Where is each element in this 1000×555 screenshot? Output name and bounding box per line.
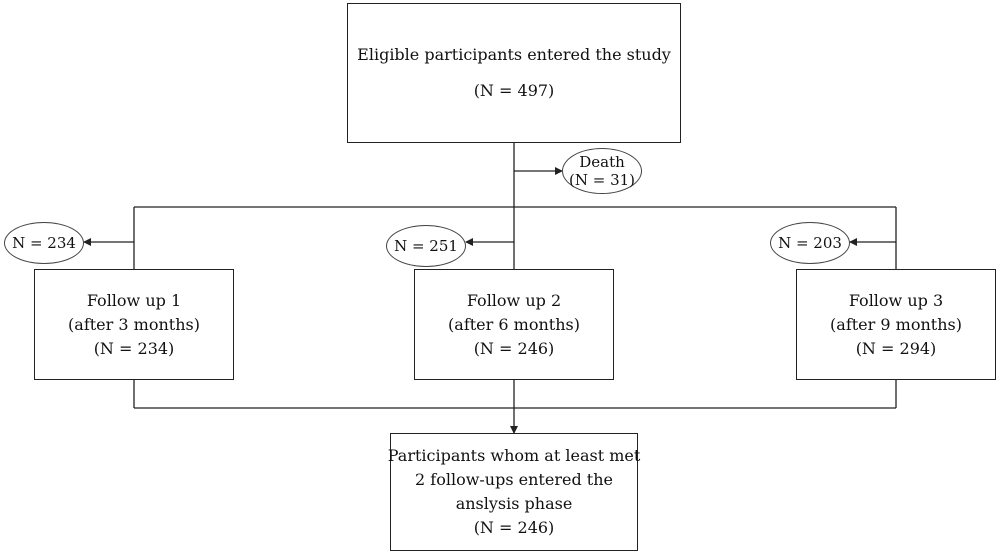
analysis-line-2: 2 follow-ups entered the — [415, 470, 613, 489]
dropout-count-3: N = 203 — [778, 234, 842, 252]
enrollment-label: Eligible participants entered the study — [357, 45, 671, 64]
death-label: Death — [579, 153, 625, 171]
follow-up-count-1: (N = 234) — [93, 338, 175, 358]
follow-up-count-3: (N = 294) — [855, 338, 937, 358]
follow-up-title-2: Follow up 2 — [466, 290, 562, 310]
analysis-box: Participants whom at least met 2 follow-… — [387, 433, 641, 551]
follow-up-box-3: Follow up 3 (after 9 months) (N = 294) — [796, 269, 996, 380]
follow-up-period-1: (after 3 months) — [68, 314, 200, 334]
dropout-oval-2: N = 251 — [386, 225, 466, 267]
analysis-count: (N = 246) — [473, 518, 555, 537]
dropout-oval-1: N = 234 — [4, 222, 84, 264]
analysis-line-3: anslysis phase — [455, 494, 573, 513]
follow-up-title-1: Follow up 1 — [86, 290, 182, 310]
death-oval: Death (N = 31) — [562, 148, 642, 194]
follow-up-title-3: Follow up 3 — [848, 290, 944, 310]
dropout-oval-3: N = 203 — [770, 222, 850, 264]
follow-up-box-1: Follow up 1 (after 3 months) (N = 234) — [34, 269, 234, 380]
follow-up-period-2: (after 6 months) — [448, 314, 580, 334]
analysis-line-1: Participants whom at least met — [387, 446, 641, 465]
enrollment-box: Eligible participants entered the study … — [347, 3, 681, 143]
death-count: (N = 31) — [568, 171, 636, 189]
enrollment-count: (N = 497) — [473, 81, 555, 100]
dropout-count-1: N = 234 — [12, 234, 76, 252]
dropout-count-2: N = 251 — [394, 237, 458, 255]
follow-up-period-3: (after 9 months) — [830, 314, 962, 334]
follow-up-box-2: Follow up 2 (after 6 months) (N = 246) — [414, 269, 614, 380]
follow-up-count-2: (N = 246) — [473, 338, 555, 358]
